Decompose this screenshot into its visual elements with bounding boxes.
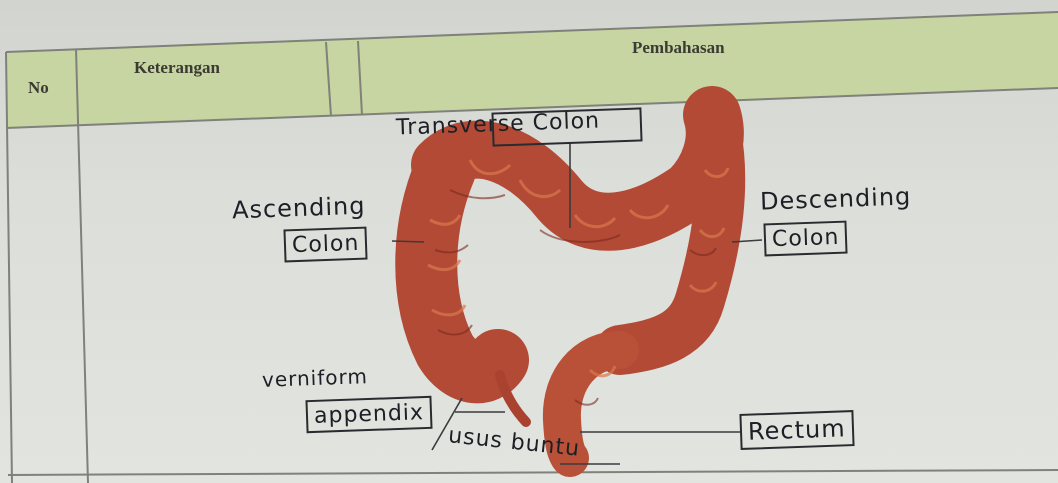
label-appendix: appendix <box>305 396 432 433</box>
label-descending-colon: Colon <box>763 221 847 257</box>
label-vermiform: verniform <box>262 364 369 392</box>
header-keterangan: Keterangan <box>134 58 220 78</box>
label-transverse-colon-box <box>491 107 642 146</box>
label-descending: Descending <box>760 182 912 215</box>
label-ascending-colon: Colon <box>283 227 367 263</box>
label-rectum: Rectum <box>739 410 854 450</box>
header-no: No <box>28 78 49 98</box>
large-intestine-illustration <box>426 115 728 458</box>
label-ascending: Ascending <box>232 192 366 225</box>
header-pembahasan: Pembahasan <box>632 38 725 58</box>
